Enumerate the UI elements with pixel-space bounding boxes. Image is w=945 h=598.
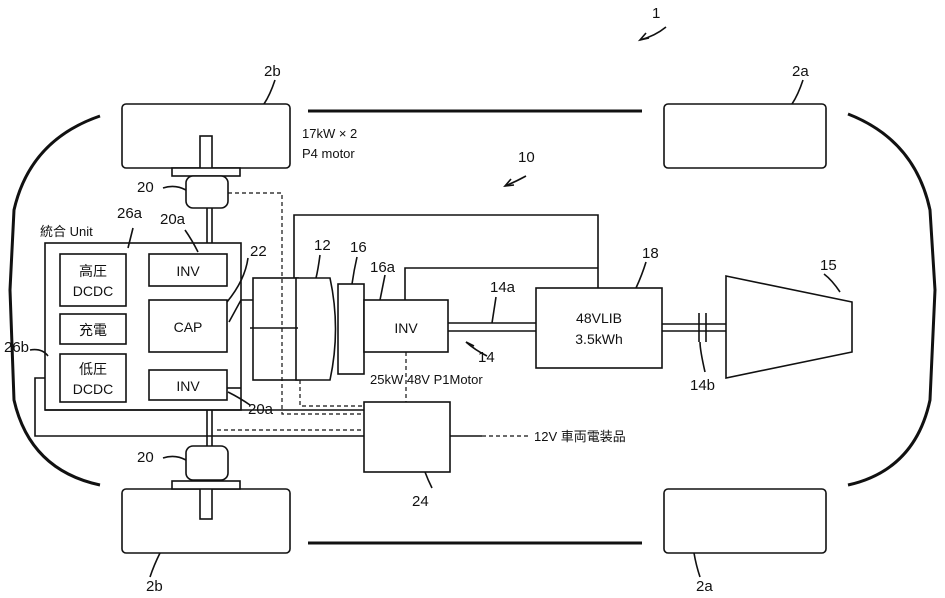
p4-rating: 17kW × 2 — [302, 126, 357, 141]
hv-dcdc-line2: DCDC — [73, 283, 113, 299]
dcdc-box-24 — [363, 401, 451, 473]
p1-caption: 25kW 48V P1Motor — [370, 372, 483, 387]
ref-15: 15 — [820, 257, 837, 274]
ref-16a: 16a — [370, 259, 396, 276]
ref-p4-top: 20 — [137, 179, 154, 196]
ref-rear-wheel-top: 2a — [792, 63, 809, 80]
ref-rear-wheel-bottom: 2a — [696, 578, 713, 595]
ref-vehicle-1: 1 — [652, 5, 660, 22]
lv-dcdc-line1: 低圧 — [79, 361, 107, 377]
shaft-14 — [448, 322, 536, 332]
p1-motor-assembly — [250, 277, 449, 381]
battery-48v — [535, 287, 663, 369]
ref-arrows — [465, 26, 667, 347]
inv-bottom-label: INV — [176, 378, 200, 394]
ref-p4-bottom: 20 — [137, 449, 154, 466]
front-axle-bottom — [171, 480, 241, 520]
p4-motor-bottom — [185, 400, 229, 481]
ref-20a-bottom: 20a — [248, 401, 274, 418]
cap-label: CAP — [174, 319, 203, 335]
ref-14b: 14b — [690, 377, 715, 394]
hv-dcdc-line1: 高圧 — [79, 263, 107, 279]
p1-inv-label: INV — [394, 320, 418, 336]
ref-20a-top: 20a — [160, 211, 186, 228]
ref-26a: 26a — [117, 205, 143, 222]
lv-dcdc-line2: DCDC — [73, 381, 113, 397]
rear-wheel-bottom — [663, 488, 827, 554]
wiring — [34, 214, 599, 437]
vehicle-body — [8, 109, 937, 545]
integrated-unit-title: 統合 Unit — [40, 224, 93, 239]
ref-front-wheel-top: 2b — [264, 63, 281, 80]
ref-16: 16 — [350, 239, 367, 256]
ref-front-wheel-bottom: 2b — [146, 578, 163, 595]
ref-12: 12 — [314, 237, 331, 254]
leader-lines — [29, 79, 841, 578]
battery-line1: 48VLIB — [576, 310, 622, 326]
ref-system-10: 10 — [518, 149, 535, 166]
ref-24: 24 — [412, 493, 429, 510]
ref-26b: 26b — [4, 339, 29, 356]
ref-22: 22 — [250, 243, 267, 260]
integrated-unit-box — [44, 242, 242, 411]
rear-wheel-top — [663, 103, 827, 169]
ref-18: 18 — [642, 245, 659, 262]
p4-label: P4 motor — [302, 146, 355, 161]
engine-15 — [725, 275, 853, 379]
vehicle-12v-label: 12V 車両電装品 — [534, 429, 626, 444]
charger-label: 充電 — [79, 322, 107, 338]
inv-top-label: INV — [176, 263, 200, 279]
shaft-14b — [662, 313, 726, 342]
ref-14a: 14a — [490, 279, 516, 296]
battery-line2: 3.5kWh — [575, 331, 622, 347]
dashed-signals — [217, 192, 528, 437]
ref-14: 14 — [478, 349, 495, 366]
